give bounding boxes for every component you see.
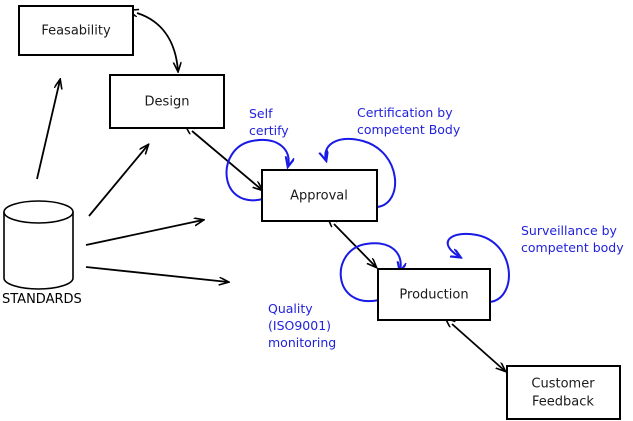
node-feasability-box xyxy=(18,5,134,56)
cylinder-body-shape xyxy=(3,212,74,290)
loop-label-quality-line2: (ISO9001) xyxy=(268,318,331,333)
node-approval[interactable]: Approval xyxy=(261,169,378,222)
node-design-label: Design xyxy=(145,95,190,110)
loop-arc-certification-competent-body[interactable] xyxy=(325,138,397,208)
loop-label-self-certify: Self certify xyxy=(249,106,289,138)
node-approval-box xyxy=(261,169,378,222)
flow-production-customer-feedback[interactable] xyxy=(452,324,505,371)
flow-standards-design[interactable] xyxy=(88,145,148,217)
flow-approval-production[interactable] xyxy=(334,224,376,267)
loop-label-surveillance-competent-body: Surveillance by competent body xyxy=(521,223,624,255)
loop-label-certification-competent-body: Certification by competent Body xyxy=(357,105,461,137)
loop-label-quality-line1: Quality xyxy=(268,301,313,316)
node-approval-label: Approval xyxy=(290,189,348,204)
datastore-standards[interactable]: STANDARDS xyxy=(2,200,82,307)
node-customer-feedback-label-line1: Customer xyxy=(531,377,595,392)
loop-label-quality-line3: monitoring xyxy=(268,335,336,350)
flow-standards-approval[interactable] xyxy=(85,220,203,246)
flow-standards-production[interactable] xyxy=(85,266,228,282)
loop-label-certification-line1: Certification by xyxy=(357,105,453,120)
flow-feasability-design[interactable] xyxy=(137,13,178,71)
node-production[interactable]: Production xyxy=(377,268,491,321)
node-production-label: Production xyxy=(399,288,468,303)
loop-arc-surveillance-competent-body[interactable] xyxy=(446,232,510,303)
flow-design-approval[interactable] xyxy=(192,131,262,190)
loop-label-quality-monitoring: Quality (ISO9001) monitoring xyxy=(268,301,336,350)
loop-label-surveillance-line1: Surveillance by xyxy=(521,223,618,238)
cylinder-top-shape xyxy=(3,200,74,224)
node-feasability[interactable]: Feasability xyxy=(18,5,134,56)
loop-label-self-certify-line2: certify xyxy=(249,123,289,138)
datastore-standards-label: STANDARDS xyxy=(2,292,82,307)
node-customer-feedback[interactable]: Customer Feedback xyxy=(506,365,621,420)
loop-arc-self-certify[interactable] xyxy=(225,138,289,202)
node-production-box xyxy=(377,268,491,321)
node-customer-feedback-label-line2: Feedback xyxy=(532,395,594,410)
node-design[interactable]: Design xyxy=(109,74,225,129)
node-customer-feedback-box xyxy=(506,365,621,420)
flow-standards-feasability[interactable] xyxy=(36,80,60,180)
loop-label-certification-line2: competent Body xyxy=(357,122,461,137)
loop-label-surveillance-line2: competent body xyxy=(521,240,624,255)
loop-label-self-certify-line1: Self xyxy=(249,106,273,121)
node-feasability-label: Feasability xyxy=(41,24,111,39)
loop-arc-quality-monitoring[interactable] xyxy=(339,242,401,303)
node-design-box xyxy=(109,74,225,129)
